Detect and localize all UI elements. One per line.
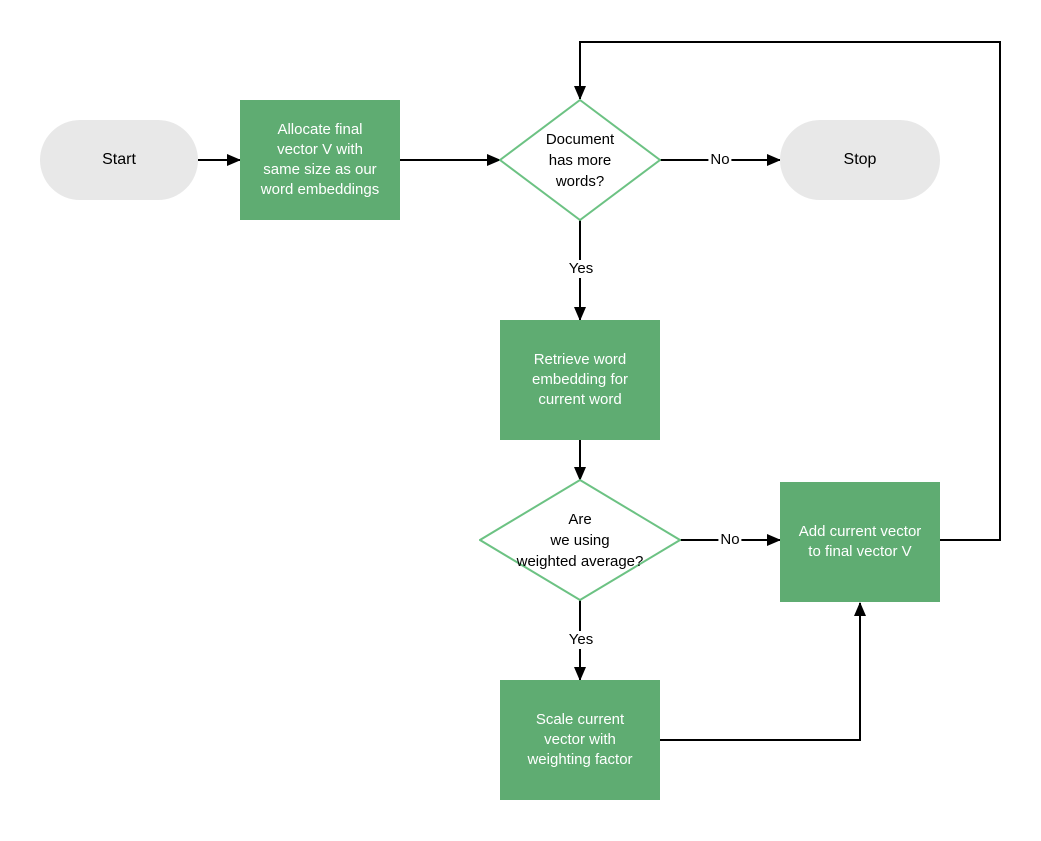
edge-label-yes-to-scale-vector: Yes [566,631,596,649]
node-retrieve-embedding: Retrieve word embedding for current word [500,320,660,440]
edge-label-no-to-stop: No [708,151,732,169]
node-weighted-average-label: Are we using weighted average? [516,510,644,570]
node-start: Start [40,120,198,200]
node-document-has-more-words-label: Document has more words? [545,130,615,190]
node-retrieve-embedding-label: Retrieve word embedding for current word [532,351,628,408]
diamond-shape [479,479,681,601]
node-scale-vector-label: Scale current vector with weighting fact… [527,711,633,768]
edge-label-no-to-add-vector: No [718,531,742,549]
node-add-vector: Add current vector to final vector V [780,482,940,602]
node-scale-vector: Scale current vector with weighting fact… [500,680,660,800]
node-document-has-more-words: Document has more words? [499,99,661,221]
node-stop: Stop [780,120,940,200]
node-start-label: Start [102,151,136,168]
node-add-vector-label: Add current vector to final vector V [798,523,922,560]
node-stop-label: Stop [843,151,877,168]
edge-scale-vector-to-add-vector [660,602,866,741]
node-allocate-vector-label: Allocate final vector V with same size a… [260,121,380,198]
node-weighted-average: Are we using weighted average? [479,479,681,601]
edge-label-yes-to-retrieve: Yes [566,260,596,278]
edge-add-vector-loop-to-has-more-words [574,41,1001,541]
node-allocate-vector: Allocate final vector V with same size a… [240,100,400,220]
diamond-shape [499,99,661,221]
